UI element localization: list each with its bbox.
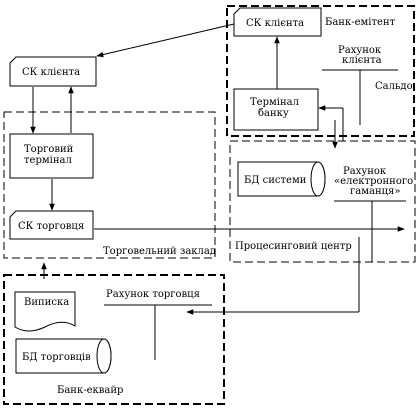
zone-merchant-label: Торговельний заклад xyxy=(103,246,216,257)
arrow-issuer-card-to-client-card xyxy=(96,23,235,58)
card-client-label: СК клієнта xyxy=(22,67,80,78)
bank-terminal-label-line1: Термінал xyxy=(250,97,299,108)
trade-terminal-label-line2: термінал xyxy=(24,155,72,166)
statement-shape xyxy=(14,291,76,332)
zone-issuer-bank-label: Банк-емітент xyxy=(325,17,396,28)
zone-processing xyxy=(229,140,416,263)
zone-acquirer-bank xyxy=(3,274,225,405)
bank-terminal-box xyxy=(233,88,319,131)
merchant-db-label: БД торговців xyxy=(22,352,91,363)
client-account-label-line1: Рахунок xyxy=(338,45,382,56)
wallet-account-label-line1: Рахунок xyxy=(343,166,387,177)
statement-label: Виписка xyxy=(24,297,69,308)
zone-issuer-bank xyxy=(226,5,415,137)
card-issuer-shape xyxy=(233,7,322,37)
merchant-db-end xyxy=(96,338,112,374)
zone-merchant xyxy=(3,111,216,259)
card-merchant-shape xyxy=(9,210,94,240)
bank-terminal-label-line2: банку xyxy=(258,108,289,119)
client-account-label-line2: клієнта xyxy=(342,55,382,66)
card-issuer-label: СК клієнта xyxy=(246,18,304,29)
zone-processing-label: Процесинговий центр xyxy=(235,241,352,252)
wallet-account-label-line3: гаманця» xyxy=(350,186,400,197)
merchant-account-label: Рахунок торговця xyxy=(106,289,200,300)
trade-terminal-label-line1: Торговий xyxy=(24,144,74,155)
system-db-end xyxy=(310,161,326,197)
balance-label: Сальдо xyxy=(375,81,413,92)
system-db-label: БД системи xyxy=(244,175,307,186)
card-merchant-label: СК торговця xyxy=(18,221,84,232)
card-client-shape xyxy=(9,56,97,87)
wallet-account-label-line2: «електронного xyxy=(334,176,413,187)
zone-acquirer-bank-label: Банк-еквайр xyxy=(57,385,123,396)
trade-terminal-box xyxy=(9,133,94,179)
